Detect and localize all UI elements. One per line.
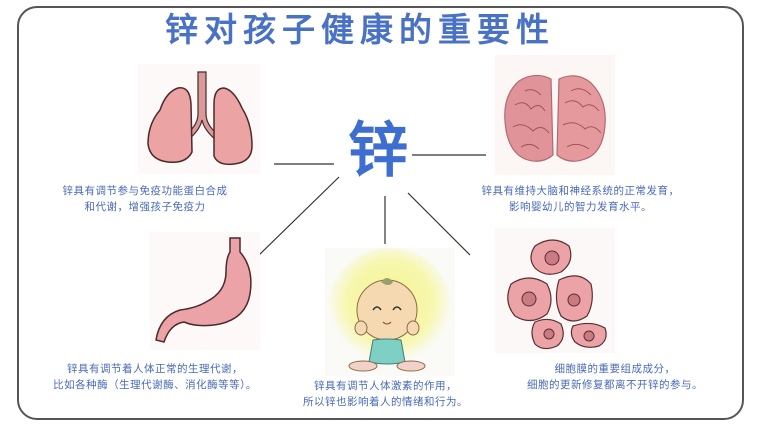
lungs-caption-line1: 锌具有调节参与免疫功能蛋白合成 — [62, 185, 228, 197]
brain-caption: 锌具有维持大脑和神经系统的正常发育， 影响婴幼儿的智力发育水平。 — [468, 183, 693, 215]
stomach-caption-line1: 锌具有调节着人体正常的生理代谢， — [67, 363, 243, 375]
cells-icon — [495, 228, 615, 353]
page-title: 锌对孩子健康的重要性 — [165, 10, 555, 49]
cells-caption-line2: 细胞的更新修复都离不开锌的参与。 — [527, 379, 703, 391]
lungs-icon — [138, 64, 260, 174]
lungs-caption: 锌具有调节参与免疫功能蛋白合成 和代谢，增强孩子免疫力 — [35, 183, 255, 215]
brain-caption-line1: 锌具有维持大脑和神经系统的正常发育， — [481, 185, 680, 197]
brain-icon — [495, 55, 615, 175]
stomach-icon — [150, 232, 260, 350]
stomach-caption-line2: 比如各种酶（生理代谢酶、消化酶等等）。 — [53, 379, 257, 391]
baby-caption-line2: 所以锌也影响着人的情绪和行为。 — [303, 396, 468, 408]
baby-caption-line1: 锌具有调节人体激素的作用， — [314, 380, 457, 392]
baby-icon — [325, 248, 455, 376]
brain-caption-line2: 影响婴幼儿的智力发育水平。 — [509, 201, 652, 213]
diagram-frame — [17, 6, 744, 420]
lungs-caption-line2: 和代谢，增强孩子免疫力 — [84, 201, 206, 213]
baby-caption: 锌具有调节人体激素的作用， 所以锌也影响着人的情绪和行为。 — [283, 378, 488, 410]
stomach-caption: 锌具有调节着人体正常的生理代谢， 比如各种酶（生理代谢酶、消化酶等等）。 — [30, 361, 280, 393]
cells-caption-line1: 细胞膜的重要组成成分， — [554, 363, 676, 375]
zinc-center-label: 锌 — [348, 116, 408, 186]
cells-caption: 细胞膜的重要组成成分， 细胞的更新修复都离不开锌的参与。 — [500, 361, 730, 393]
